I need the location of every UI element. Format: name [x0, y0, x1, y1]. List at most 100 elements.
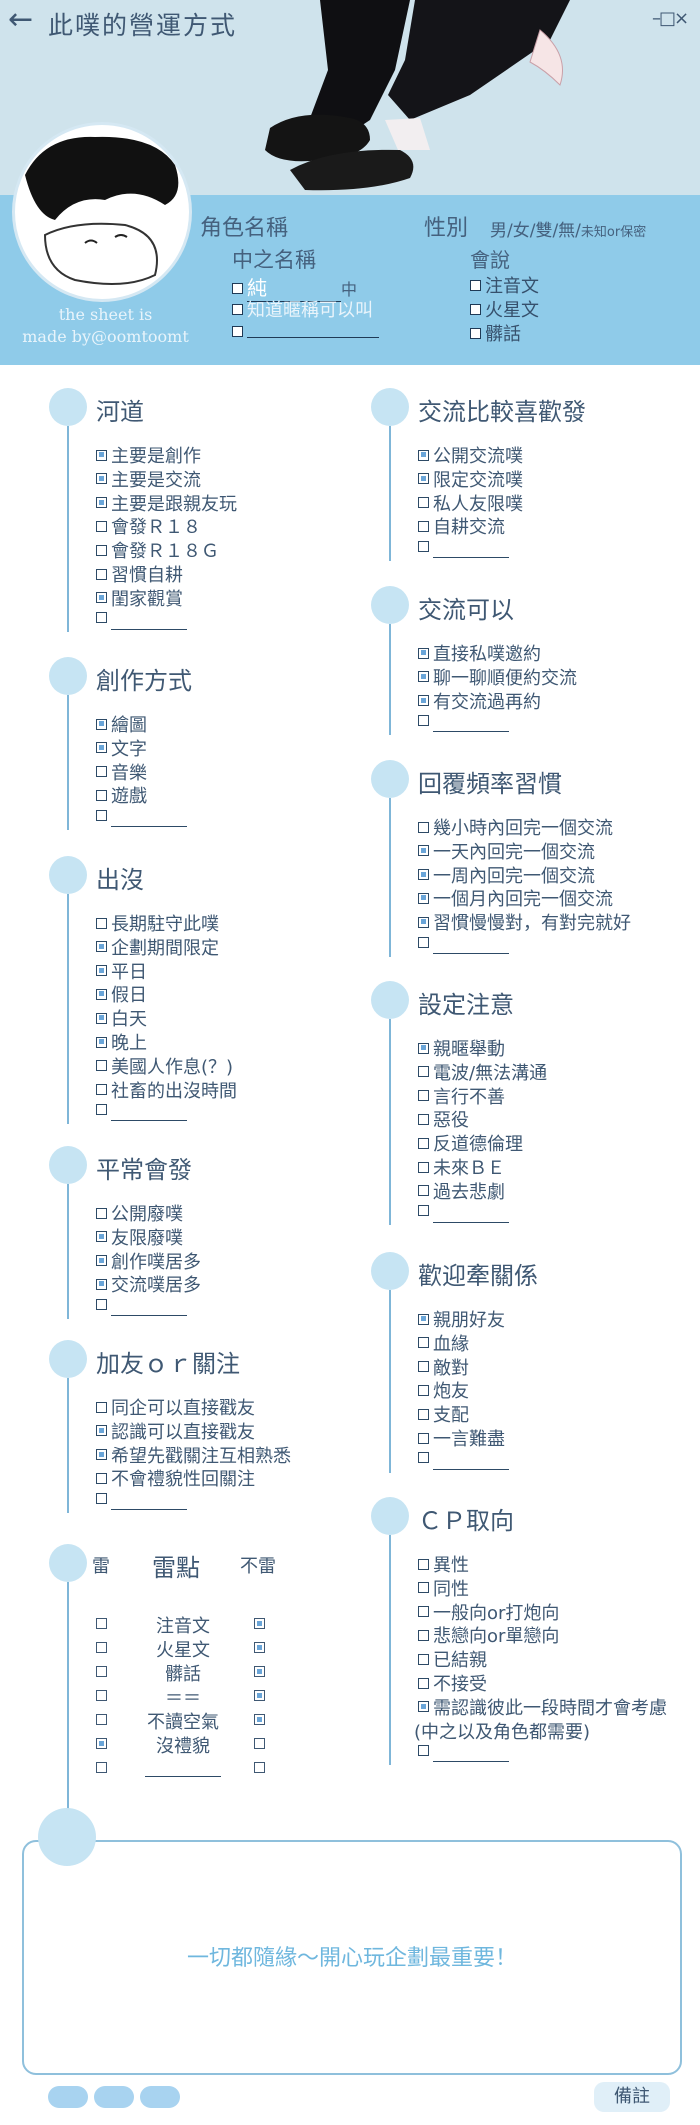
checklist-item[interactable]: 晚上	[96, 1029, 147, 1055]
checkbox[interactable]	[96, 544, 107, 556]
checkbox[interactable]	[96, 718, 107, 730]
blank-input-line[interactable]	[433, 939, 509, 954]
checkbox[interactable]	[418, 1313, 429, 1325]
checkbox[interactable]	[96, 497, 107, 509]
blank-input-line[interactable]	[111, 1106, 187, 1122]
checklist-item[interactable]: 白天	[96, 1005, 147, 1031]
checklist-item[interactable]: 平日	[96, 958, 147, 984]
checkbox[interactable]	[418, 473, 429, 485]
checkbox[interactable]	[418, 497, 429, 509]
checkbox[interactable]	[96, 1401, 107, 1413]
checkbox[interactable]	[418, 916, 429, 928]
checklist-item[interactable]: 血緣	[418, 1330, 469, 1356]
checklist-item[interactable]: 主要是創作	[96, 442, 201, 468]
checkbox[interactable]	[96, 568, 107, 580]
checkbox[interactable]	[418, 1653, 429, 1665]
checklist-item[interactable]: 聊一聊順便約交流	[418, 664, 577, 690]
checkbox[interactable]	[418, 845, 429, 857]
checkbox[interactable]	[418, 1677, 429, 1689]
blank-input-line[interactable]	[111, 615, 187, 630]
checkbox[interactable]	[96, 612, 107, 624]
checklist-item[interactable]: 閨家觀賞	[96, 585, 183, 611]
checkbox[interactable]	[96, 1278, 107, 1290]
checklist-item[interactable]: 會發Ｒ１８Ｇ	[96, 537, 219, 563]
checklist-item[interactable]: 言行不善	[418, 1083, 505, 1109]
checkbox[interactable]	[418, 1113, 429, 1125]
checklist-item[interactable]: 有交流過再約	[418, 688, 541, 714]
checklist-item[interactable]: 炮友	[418, 1377, 469, 1403]
checklist-item[interactable]: 幾小時內回完一個交流	[418, 814, 613, 840]
checkbox[interactable]	[418, 540, 429, 552]
mine-checkbox[interactable]	[96, 1690, 107, 1701]
checklist-item[interactable]: 一個月內回完一個交流	[418, 885, 613, 911]
checklist-item[interactable]	[418, 1741, 509, 1763]
checkbox[interactable]	[96, 917, 107, 929]
checkbox[interactable]	[418, 1185, 429, 1197]
checkbox[interactable]	[96, 1036, 107, 1048]
checklist-item[interactable]: 限定交流噗	[418, 466, 523, 492]
checklist-item[interactable]: 自耕交流	[418, 513, 505, 539]
speak-option-3[interactable]: 髒話	[470, 320, 521, 346]
not-mine-checkbox[interactable]	[254, 1642, 265, 1653]
checkbox[interactable]	[418, 1558, 429, 1570]
checkbox[interactable]	[418, 1090, 429, 1102]
checklist-item[interactable]	[418, 1449, 509, 1470]
checklist-item[interactable]	[418, 537, 509, 559]
checklist-item[interactable]: 會發Ｒ１８	[96, 513, 201, 539]
checkbox[interactable]	[96, 1255, 107, 1267]
checklist-item[interactable]: 同性	[418, 1575, 469, 1601]
checklist-item[interactable]: 親朋好友	[418, 1306, 505, 1332]
checklist-item[interactable]: 長期駐守此噗	[96, 910, 219, 936]
not-mine-checkbox[interactable]	[254, 1738, 265, 1749]
checklist-item[interactable]: 需認識彼此一段時間才會考慮	[418, 1694, 667, 1720]
tab-pill-1[interactable]	[48, 2086, 88, 2108]
checklist-item[interactable]: 電波/無法溝通	[418, 1059, 547, 1085]
checkbox[interactable]	[96, 1298, 107, 1310]
checklist-item[interactable]: 認識可以直接戳友	[96, 1418, 255, 1444]
checklist-item[interactable]: 一周內回完一個交流	[418, 862, 595, 888]
checkbox[interactable]	[418, 1337, 429, 1349]
checkbox[interactable]	[96, 766, 107, 778]
mine-checkbox[interactable]	[96, 1738, 107, 1749]
checklist-item[interactable]: 主要是交流	[96, 466, 201, 492]
checkbox[interactable]	[96, 789, 107, 801]
blank-input-line[interactable]	[433, 1208, 509, 1223]
checkbox[interactable]	[418, 671, 429, 683]
checkbox[interactable]	[96, 941, 107, 953]
checkbox[interactable]	[96, 592, 107, 604]
checkbox[interactable]	[96, 1425, 107, 1437]
checkbox[interactable]	[96, 1449, 107, 1461]
mine-blank[interactable]	[128, 1756, 238, 1777]
checkbox[interactable]	[96, 1012, 107, 1024]
checkbox[interactable]	[232, 282, 243, 294]
checklist-item[interactable]: 悲戀向or單戀向	[418, 1622, 559, 1648]
not-mine-checkbox[interactable]	[254, 1762, 265, 1773]
tab-pill-3[interactable]	[140, 2086, 180, 2108]
not-mine-checkbox[interactable]	[254, 1618, 265, 1629]
window-controls[interactable]: –□×	[652, 8, 689, 29]
checklist-item[interactable]: 習慣自耕	[96, 561, 183, 587]
checkbox[interactable]	[418, 714, 429, 726]
checkbox[interactable]	[418, 1452, 429, 1464]
checklist-item[interactable]: 未來ＢＥ	[418, 1154, 505, 1180]
mine-checkbox[interactable]	[96, 1714, 107, 1725]
checkbox[interactable]	[418, 1432, 429, 1444]
checkbox[interactable]	[418, 1066, 429, 1078]
checkbox[interactable]	[96, 449, 107, 461]
checklist-item[interactable]: 習慣慢慢對，有對完就好	[418, 909, 631, 935]
tab-pill-2[interactable]	[94, 2086, 134, 2108]
checkbox[interactable]	[96, 1060, 107, 1072]
blank-input-line[interactable]	[111, 1495, 187, 1511]
pl-option-2[interactable]: 知道暱稱可以叫	[232, 296, 373, 322]
checklist-item[interactable]: 音樂	[96, 759, 147, 785]
checkbox[interactable]	[96, 965, 107, 977]
checkbox[interactable]	[418, 1582, 429, 1594]
checklist-item[interactable]: 遊戲	[96, 782, 147, 808]
mine-checkbox[interactable]	[96, 1642, 107, 1653]
mine-checkbox[interactable]	[96, 1666, 107, 1677]
pl-option-3[interactable]	[232, 322, 379, 343]
checkbox[interactable]	[418, 647, 429, 659]
checkbox[interactable]	[96, 988, 107, 1000]
checkbox[interactable]	[418, 1408, 429, 1420]
checkbox[interactable]	[418, 1205, 429, 1217]
